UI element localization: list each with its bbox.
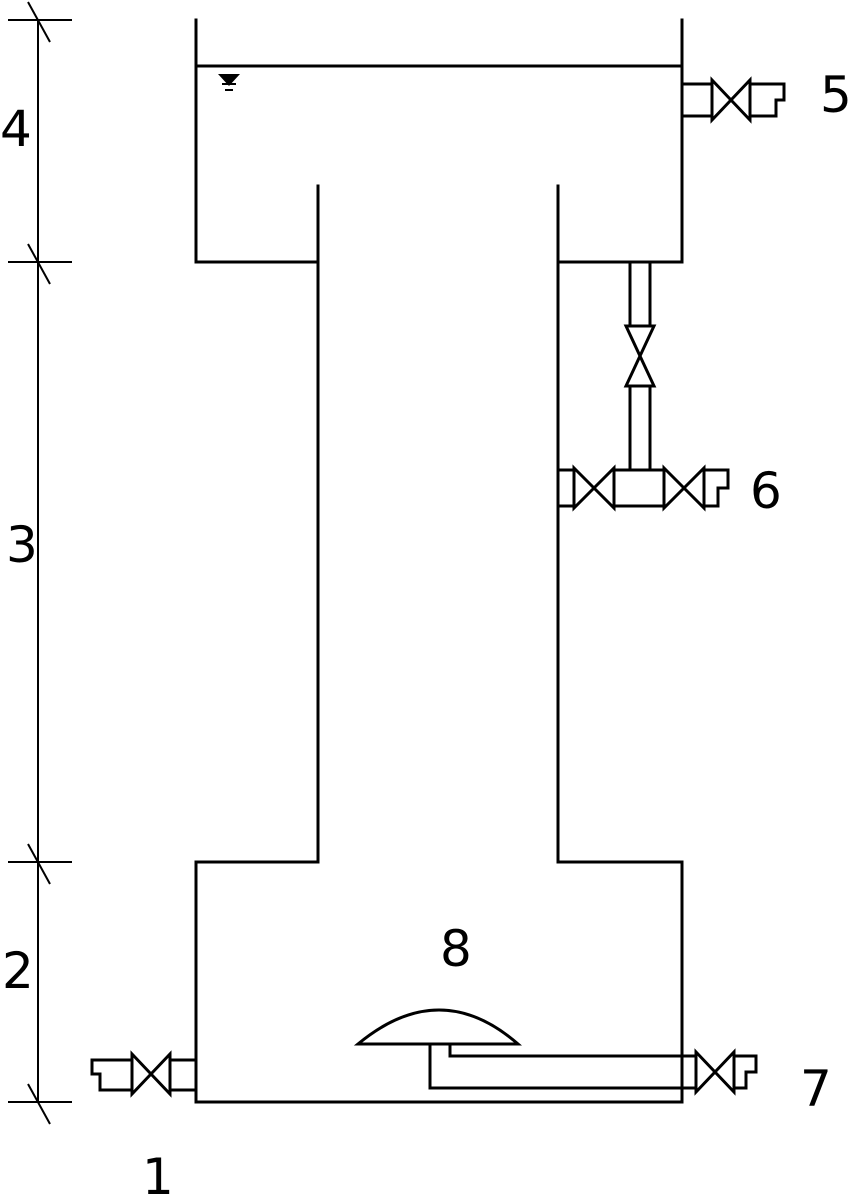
water-level-icon [218, 74, 240, 91]
label-5: 5 [820, 66, 852, 124]
reactor-vessel [194, 18, 684, 1104]
valve-icon [623, 324, 657, 388]
inlet-pipe-1 [90, 1050, 198, 1098]
dimension-line [8, 1, 72, 1125]
valve-icon [130, 1050, 172, 1098]
label-8: 8 [440, 920, 472, 978]
sampling-pipe-6 [556, 260, 730, 512]
label-4: 4 [0, 100, 32, 158]
label-7: 7 [800, 1060, 832, 1118]
outlet-pipe-7 [694, 1048, 758, 1096]
valve-icon [694, 1048, 736, 1096]
valve-icon [662, 464, 706, 512]
label-1: 1 [142, 1148, 174, 1199]
distributor-8 [353, 1008, 698, 1090]
valve-icon [710, 76, 752, 124]
label-3: 3 [6, 516, 38, 574]
outlet-pipe-5 [680, 76, 786, 124]
label-2: 2 [2, 942, 34, 1000]
valve-icon [572, 464, 616, 512]
label-6: 6 [750, 462, 782, 520]
